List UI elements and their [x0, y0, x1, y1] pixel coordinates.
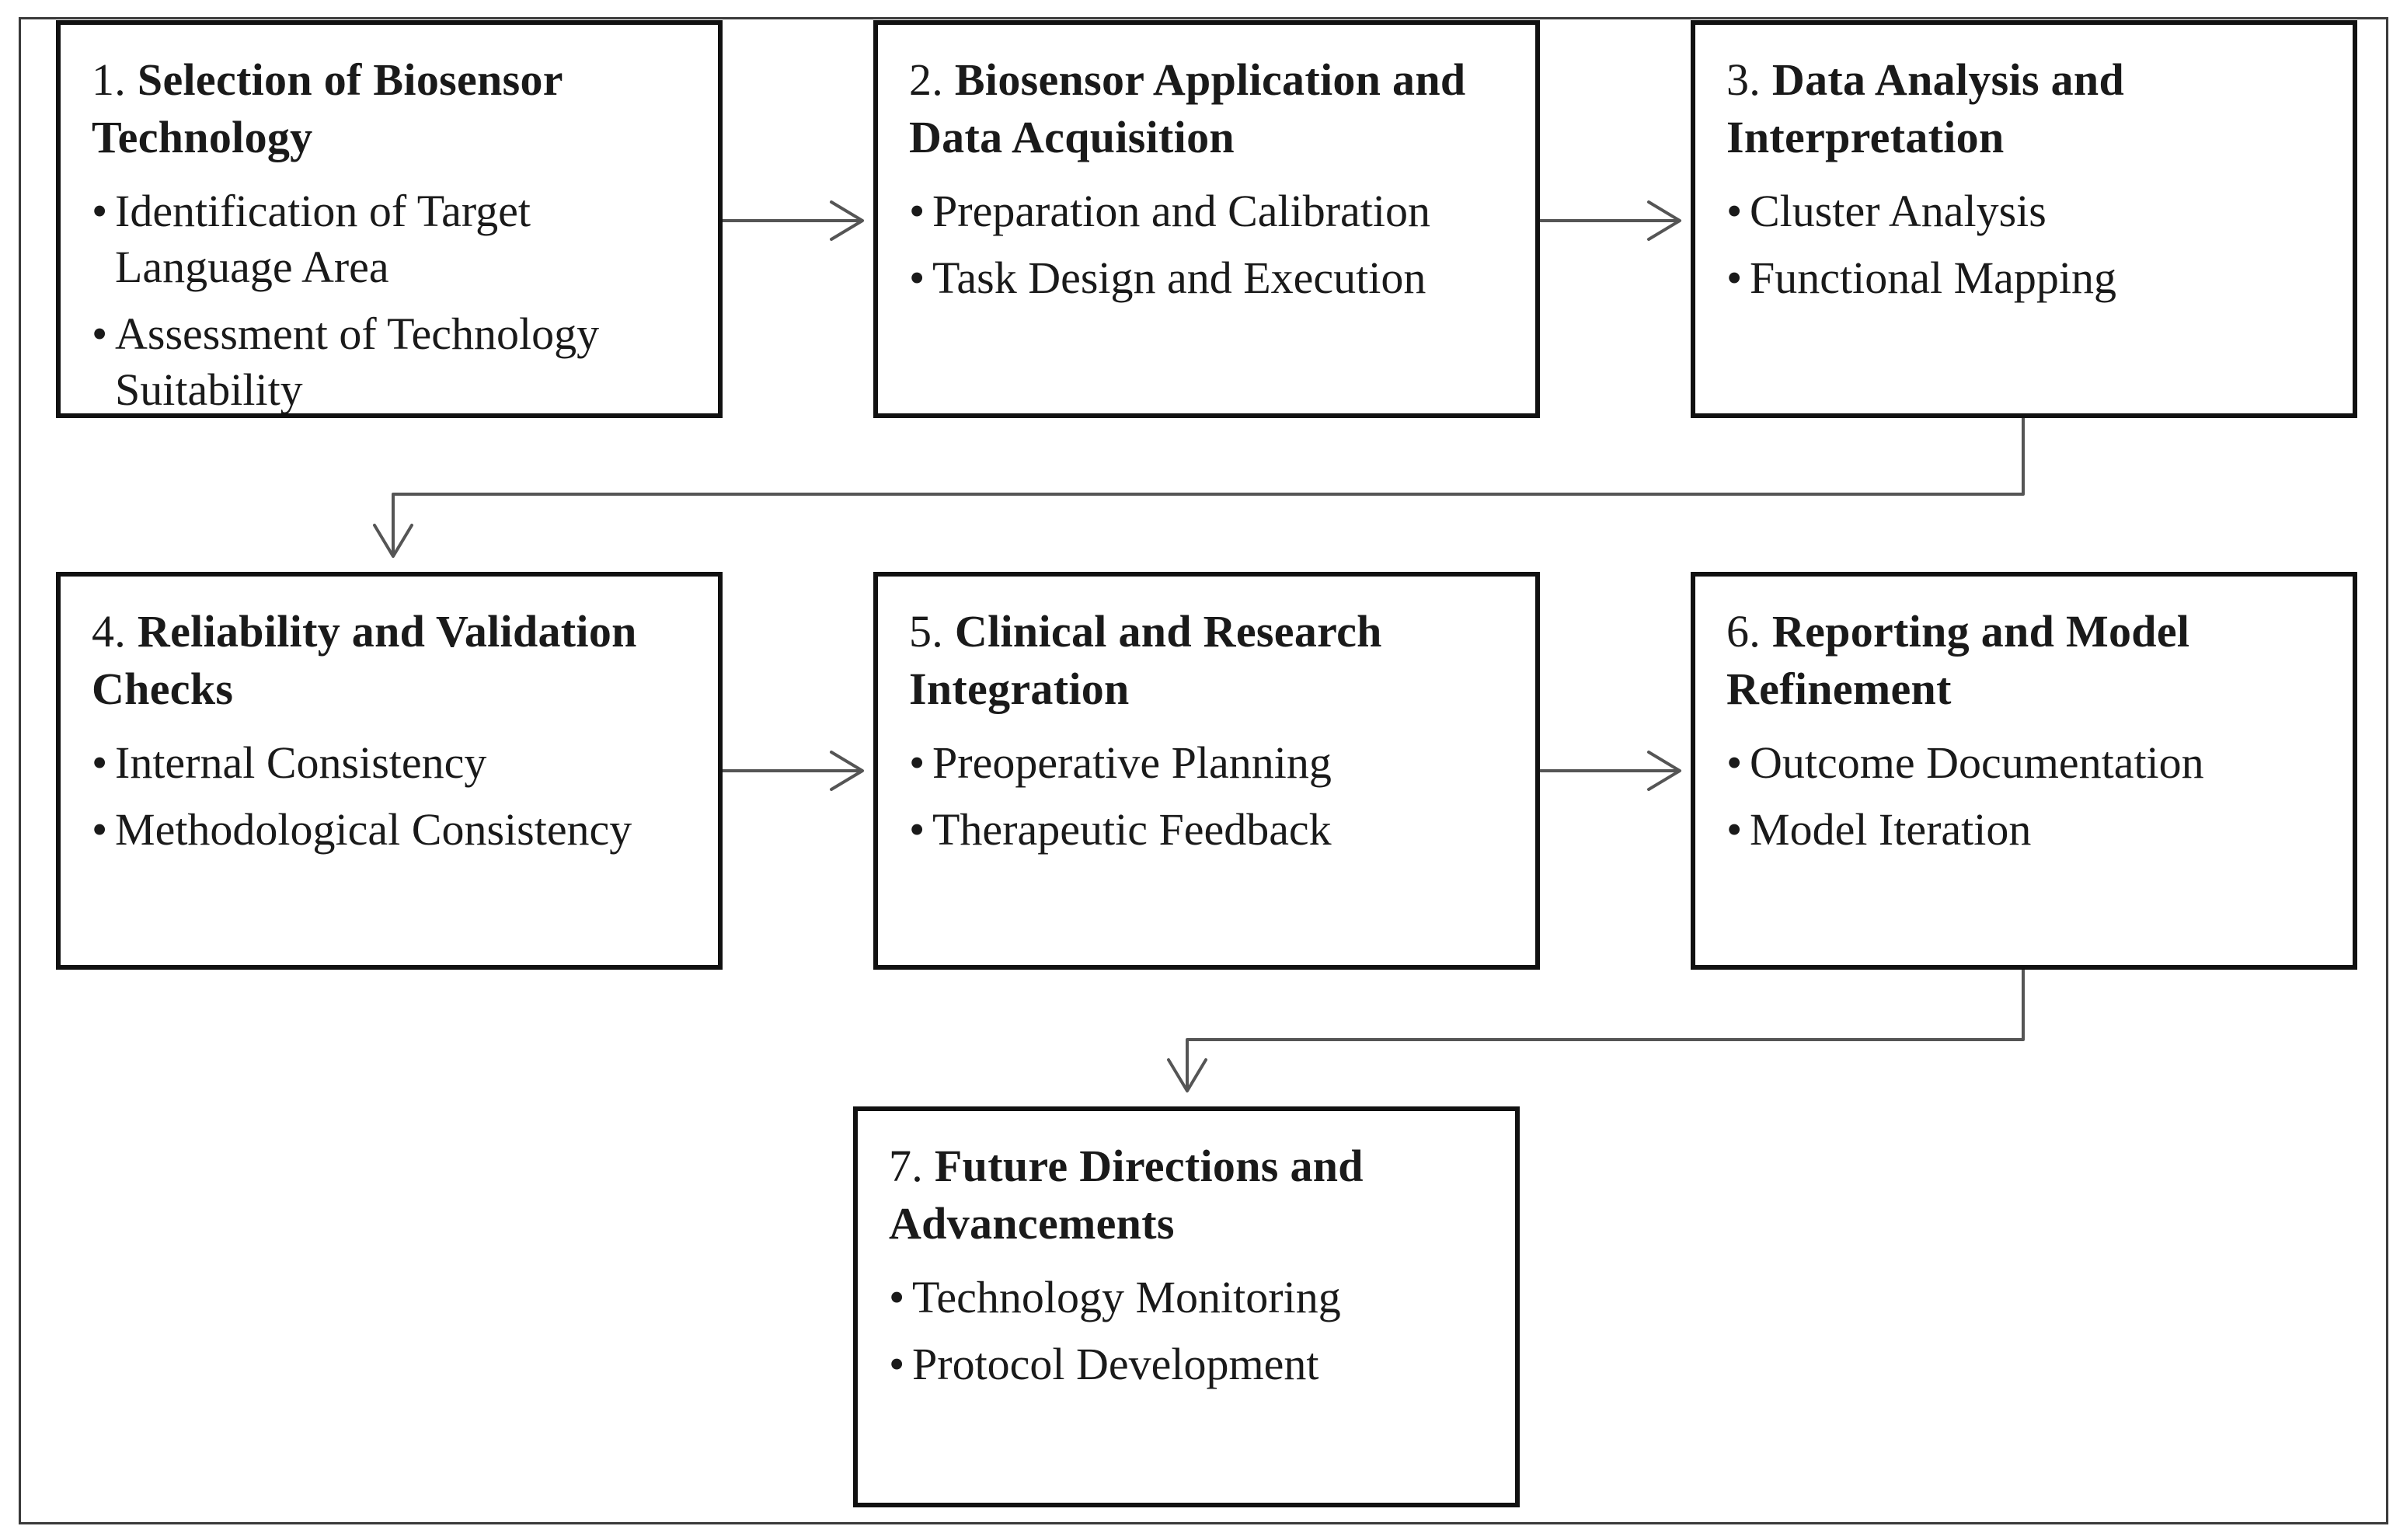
step-title: 4. Reliability and Validation Checks — [92, 603, 695, 718]
bullet-icon: • — [909, 253, 925, 303]
step-number: 2. — [909, 54, 944, 105]
step-box-2: 2. Biosensor Application and Data Acquis… — [873, 20, 1540, 418]
bullet-icon: • — [92, 737, 108, 788]
bullet-text: Preparation and Calibration — [932, 186, 1431, 236]
step-title: 6. Reporting and Model Refinement — [1726, 603, 2329, 718]
list-item: •Preoperative Planning — [909, 735, 1512, 791]
step-number: 4. — [92, 606, 127, 657]
step-heading: Data Analysis and Interpretation — [1726, 54, 2125, 162]
list-item: •Outcome Documentation — [1726, 735, 2329, 791]
bullet-text: Cluster Analysis — [1750, 186, 2046, 236]
list-item: •Task Design and Execution — [909, 250, 1512, 306]
bullet-icon: • — [92, 308, 108, 359]
step-title: 5. Clinical and Research Integration — [909, 603, 1512, 718]
list-item: •Technology Monitoring — [889, 1270, 1492, 1326]
step-bullet-list: •Identification of Target Language Area … — [92, 183, 695, 415]
bullet-icon: • — [889, 1272, 905, 1322]
list-item: •Preparation and Calibration — [909, 183, 1512, 239]
bullet-icon: • — [889, 1339, 905, 1389]
list-item: •Functional Mapping — [1726, 250, 2329, 306]
step-title: 1. Selection of Biosensor Technology — [92, 51, 695, 166]
bullet-icon: • — [92, 804, 108, 855]
bullet-text: Therapeutic Feedback — [932, 804, 1332, 855]
bullet-icon: • — [909, 804, 925, 855]
step-bullet-list: •Technology Monitoring •Protocol Develop… — [889, 1270, 1492, 1392]
bullet-text: Functional Mapping — [1750, 253, 2117, 303]
bullet-text: Technology Monitoring — [912, 1272, 1341, 1322]
diagram-frame — [19, 17, 2388, 1524]
step-box-5: 5. Clinical and Research Integration •Pr… — [873, 572, 1540, 970]
step-bullet-list: •Preoperative Planning •Therapeutic Feed… — [909, 735, 1512, 858]
bullet-text: Task Design and Execution — [932, 253, 1426, 303]
bullet-text: Assessment of Technology Suitability — [115, 308, 600, 415]
bullet-icon: • — [1726, 804, 1743, 855]
step-heading: Clinical and Research Integration — [909, 606, 1382, 714]
step-box-6: 6. Reporting and Model Refinement •Outco… — [1691, 572, 2357, 970]
bullet-text: Model Iteration — [1750, 804, 2032, 855]
bullet-icon: • — [1726, 253, 1743, 303]
step-bullet-list: •Internal Consistency •Methodological Co… — [92, 735, 695, 858]
bullet-text: Outcome Documentation — [1750, 737, 2204, 788]
step-box-1: 1. Selection of Biosensor Technology •Id… — [56, 20, 723, 418]
step-bullet-list: •Preparation and Calibration •Task Desig… — [909, 183, 1512, 306]
step-heading: Selection of Biosensor Technology — [92, 54, 563, 162]
step-title: 2. Biosensor Application and Data Acquis… — [909, 51, 1512, 166]
step-heading: Future Directions and Advancements — [889, 1141, 1364, 1249]
step-bullet-list: •Cluster Analysis •Functional Mapping — [1726, 183, 2329, 306]
list-item: •Model Iteration — [1726, 802, 2329, 858]
bullet-icon: • — [909, 186, 925, 236]
step-heading: Reporting and Model Refinement — [1726, 606, 2190, 714]
list-item: •Cluster Analysis — [1726, 183, 2329, 239]
step-title: 3. Data Analysis and Interpretation — [1726, 51, 2329, 166]
list-item: •Assessment of Technology Suitability — [92, 306, 695, 415]
bullet-text: Methodological Consistency — [115, 804, 632, 855]
bullet-icon: • — [1726, 186, 1743, 236]
list-item: •Identification of Target Language Area — [92, 183, 695, 295]
bullet-text: Identification of Target Language Area — [115, 186, 531, 292]
list-item: •Therapeutic Feedback — [909, 802, 1512, 858]
bullet-icon: • — [1726, 737, 1743, 788]
step-heading: Reliability and Validation Checks — [92, 606, 637, 714]
list-item: •Protocol Development — [889, 1336, 1492, 1392]
step-number: 1. — [92, 54, 127, 105]
list-item: •Internal Consistency — [92, 735, 695, 791]
step-box-4: 4. Reliability and Validation Checks •In… — [56, 572, 723, 970]
step-box-3: 3. Data Analysis and Interpretation •Clu… — [1691, 20, 2357, 418]
step-bullet-list: •Outcome Documentation •Model Iteration — [1726, 735, 2329, 858]
bullet-text: Internal Consistency — [115, 737, 487, 788]
step-title: 7. Future Directions and Advancements — [889, 1138, 1492, 1253]
step-box-7: 7. Future Directions and Advancements •T… — [853, 1106, 1520, 1507]
step-number: 6. — [1726, 606, 1761, 657]
list-item: •Methodological Consistency — [92, 802, 695, 858]
bullet-text: Protocol Development — [912, 1339, 1319, 1389]
step-heading: Biosensor Application and Data Acquisiti… — [909, 54, 1466, 162]
step-number: 7. — [889, 1141, 924, 1191]
bullet-text: Preoperative Planning — [932, 737, 1332, 788]
step-number: 3. — [1726, 54, 1761, 105]
bullet-icon: • — [909, 737, 925, 788]
step-number: 5. — [909, 606, 944, 657]
bullet-icon: • — [92, 186, 108, 236]
